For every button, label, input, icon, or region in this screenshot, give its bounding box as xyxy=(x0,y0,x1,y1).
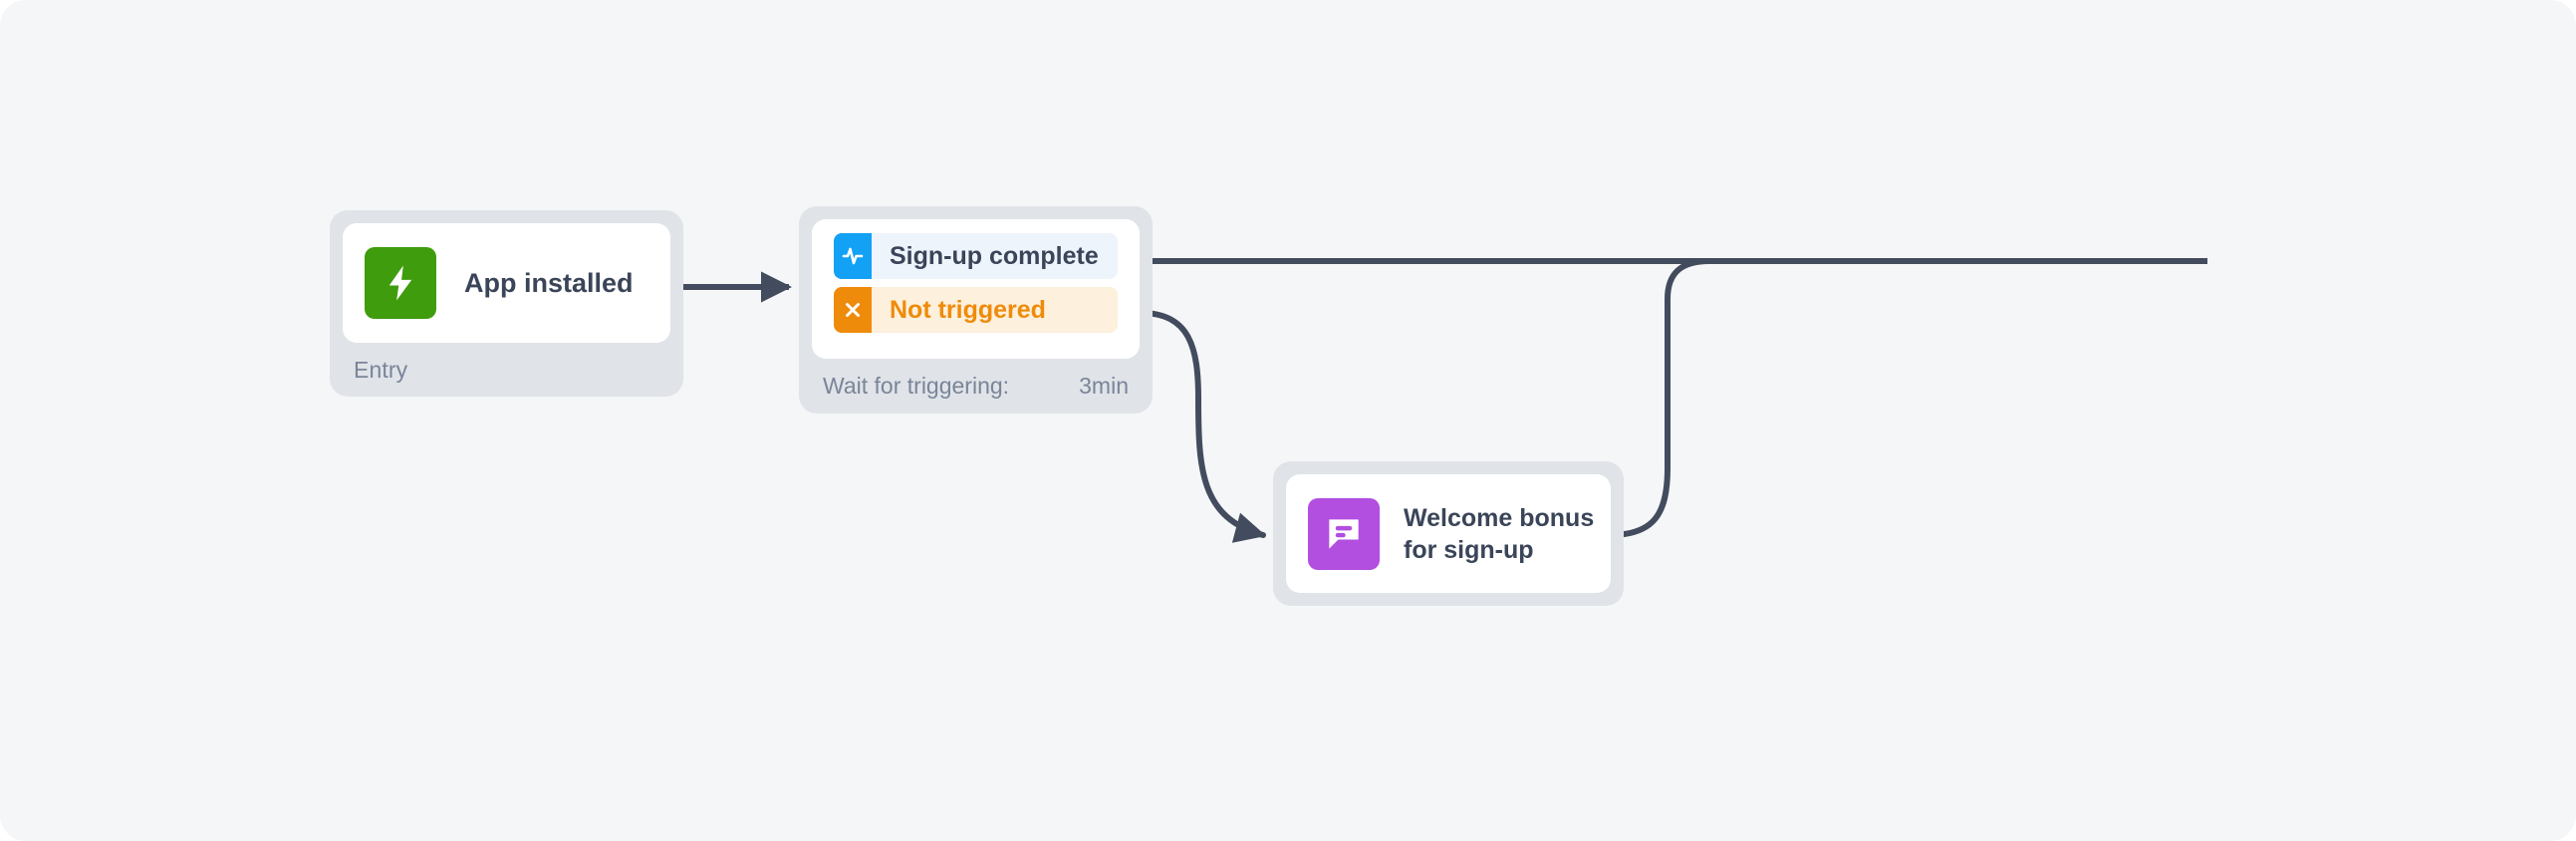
node-welcome-bonus-title-line1: Welcome bonus xyxy=(1404,503,1595,532)
activity-pulse-icon xyxy=(834,233,872,279)
trigger-row-not-triggered-label: Not triggered xyxy=(890,295,1046,324)
node-app-installed-title: App installed xyxy=(464,267,634,298)
speech-bubble-icon xyxy=(1308,497,1380,570)
node-wait-for-trigger-card[interactable]: Sign-up complete Not triggered xyxy=(812,219,1140,359)
trigger-row-sign-up-complete-label: Sign-up complete xyxy=(890,241,1099,270)
node-app-installed-card[interactable]: App installed xyxy=(343,223,670,343)
trigger-row-sign-up-complete[interactable]: Sign-up complete xyxy=(834,233,1118,279)
trigger-row-not-triggered[interactable]: Not triggered xyxy=(834,287,1118,333)
connector-signup-complete-out xyxy=(1124,250,2207,272)
lightning-bolt-icon xyxy=(365,247,436,319)
node-welcome-bonus-card[interactable]: Welcome bonus for sign-up xyxy=(1286,474,1611,593)
node-welcome-bonus-title: Welcome bonus for sign-up xyxy=(1404,502,1594,566)
node-welcome-bonus-title-line2: for sign-up xyxy=(1404,535,1534,564)
x-close-icon xyxy=(834,287,872,333)
node-app-installed[interactable]: App installed Entry xyxy=(330,210,683,397)
node-app-installed-footer: Entry xyxy=(354,357,408,383)
node-wait-for-trigger[interactable]: Sign-up complete Not triggered Wait for … xyxy=(799,206,1153,414)
node-wait-for-trigger-footer: Wait for triggering: 3min xyxy=(823,373,1129,400)
wait-for-trigger-value: 3min xyxy=(1079,373,1129,399)
node-welcome-bonus[interactable]: Welcome bonus for sign-up xyxy=(1273,461,1624,606)
wait-for-trigger-label: Wait for triggering: xyxy=(823,373,1010,399)
